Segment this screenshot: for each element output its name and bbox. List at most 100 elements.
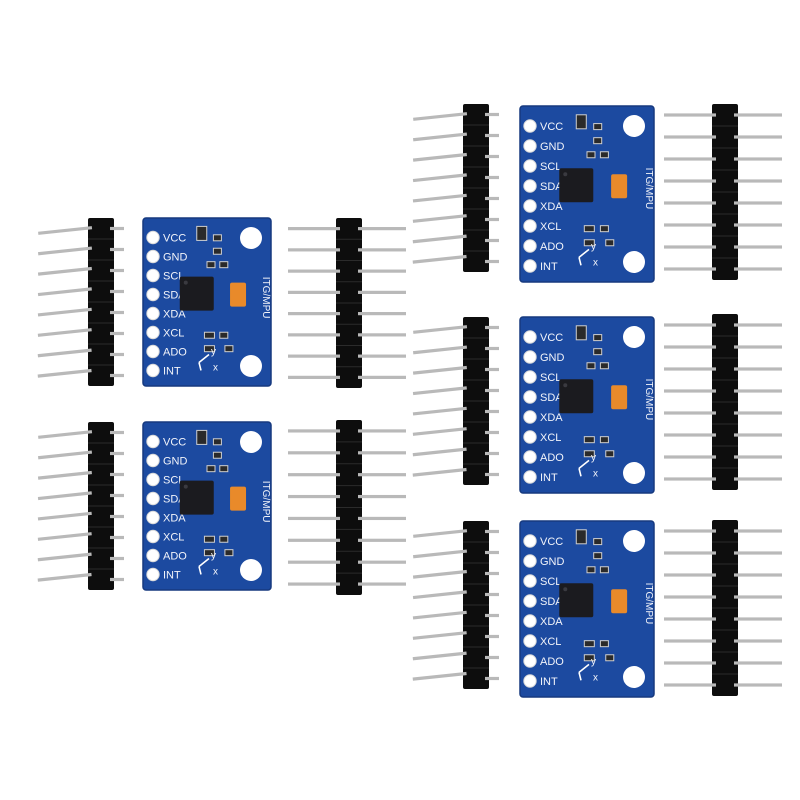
header-pin-long [664,345,716,349]
pin-hole [523,534,537,548]
pin-hole [523,634,537,648]
mounting-hole [240,559,262,581]
header-pin [413,345,468,355]
pin-label-gnd: GND [540,352,565,364]
board-label: ITG/MPU [643,583,654,625]
header-pin-short [485,430,499,435]
axis-label-x: x [213,566,218,577]
header-pin-short [485,133,499,138]
smd-component [599,362,609,370]
capacitor [230,282,247,307]
pin-label-vcc: VCC [540,332,563,344]
header-pin-long [664,157,716,161]
header-pin [734,595,782,599]
mounting-hole [623,326,645,348]
pin-label-int: INT [540,472,558,484]
header-pin-long [288,312,340,316]
header-pin [412,467,467,477]
header-pin [38,226,93,235]
smd-component [593,334,603,342]
header-pin [412,173,467,183]
pin-hole [146,548,160,563]
smd-component [599,436,609,444]
header-pin-long [664,323,716,327]
header-pin-long [288,354,340,358]
smd-component [599,566,609,574]
header-pin [412,590,467,600]
axis-label-y: y [591,656,596,667]
header-pin-long [664,433,716,437]
header-pin [38,246,93,256]
pin-hole [146,363,160,378]
header-pin-short [485,592,499,597]
smd-component [583,239,595,247]
pin-hole [523,654,537,668]
header-pin-long [288,333,340,337]
pin-label-sda: SDA [540,596,563,608]
header-pin [412,631,467,640]
header-pin [734,267,782,271]
pin-label-gnd: GND [540,141,565,153]
axis-arrows [578,663,590,681]
header-pin-long [664,135,716,139]
capacitor [611,589,628,614]
pin-hole [146,529,160,544]
header-pin-short [485,367,499,372]
smd-component [219,535,229,543]
smd-component [196,429,208,445]
smd-component [583,436,595,444]
header-pin [37,532,92,541]
pin-label-int: INT [540,261,558,273]
header-pin [38,430,93,439]
header-pin [37,287,92,297]
smd-component [593,538,603,546]
header-pin [358,290,406,294]
pin-hole [523,470,537,484]
smd-component [583,225,595,233]
smd-component [583,450,595,458]
header-pin-short [485,472,499,477]
pin-hole [523,119,537,133]
header-pin [734,201,782,205]
header-pin-short [110,556,124,561]
header-pin-short [485,409,499,414]
header-pin-short [485,112,499,117]
header-pin [734,529,782,533]
header-pin [413,132,468,142]
header-pin [734,367,782,371]
pin-label-scl: SCL [540,576,561,588]
header-pin-long [664,411,716,415]
pin-hole [146,230,160,245]
mounting-hole [240,431,262,453]
axis-arrows [198,557,210,575]
header-pin [412,386,467,396]
pin-hole [523,554,537,568]
header-pin-long [288,516,340,521]
header-pin [734,639,782,643]
pin-hole [523,614,537,628]
header-pin [412,610,467,620]
pin-label-xda: XDA [163,309,186,321]
smd-component [575,529,587,545]
header-pin [734,455,782,459]
header-pin [37,328,92,337]
pin-hole [523,450,537,464]
header-pin [37,552,92,562]
header-pin-long [288,538,340,542]
smd-component [599,225,609,233]
header-pin [412,365,467,375]
pin-label-ado: ADO [163,347,187,359]
header-pin [413,549,468,559]
pin-label-gnd: GND [163,252,188,264]
board-label: ITG/MPU [260,481,271,523]
pin-label-xda: XDA [163,513,186,525]
pin-hole [146,287,160,302]
smd-component [219,331,229,339]
smd-component [212,247,222,255]
header-pin [734,573,782,577]
pin-hole [523,159,537,173]
header-pin-long [664,639,716,643]
header-pin [358,538,406,542]
axis-label-x: x [593,468,598,479]
mounting-hole [623,462,645,484]
